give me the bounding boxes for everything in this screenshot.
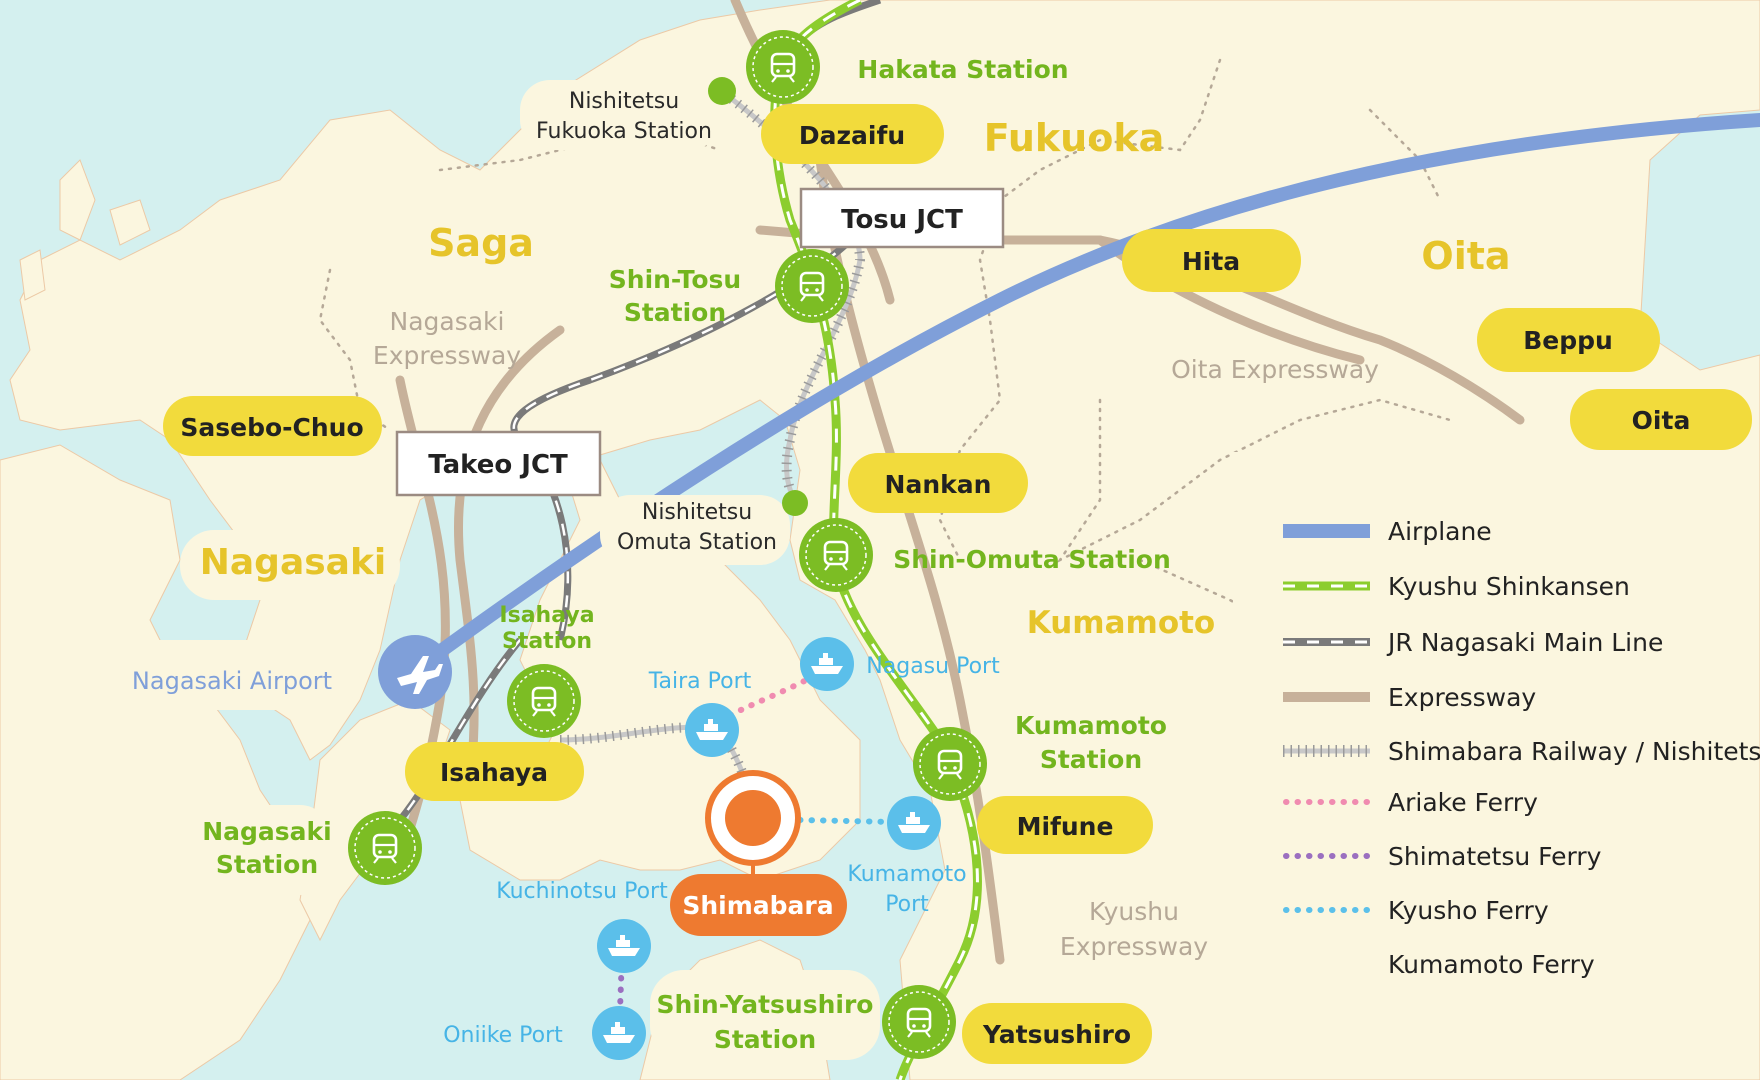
label-oita-exp: Oita Expressway (1171, 355, 1379, 384)
nishitetsu-fukuoka-stop (708, 77, 736, 105)
kuchinotsu-port-icon (597, 919, 651, 973)
legend-row-airplane: Airplane (1283, 517, 1492, 546)
label-hakata: Hakata Station (857, 55, 1068, 84)
tosu-jct-label: Tosu JCT (841, 205, 963, 235)
label-nagasaki-exp-1: Nagasaki (390, 307, 505, 336)
port-icons (592, 637, 941, 1060)
label-shin-yatsushiro-2: Station (714, 1025, 816, 1054)
isahaya-station-icon (507, 664, 581, 738)
label-taira-port: Taira Port (648, 669, 752, 694)
station-labels: Hakata Station Shin-Tosu Station Shin-Om… (202, 55, 1171, 1054)
legend-label: Kyushu Shinkansen (1388, 572, 1630, 601)
label-kumamoto-port-1: Kumamoto (847, 862, 966, 887)
legend-row-shinkansen: Kyushu Shinkansen (1283, 572, 1630, 601)
label-isahaya-1: Isahaya (499, 603, 594, 628)
label-shin-omuta: Shin-Omuta Station (893, 545, 1171, 574)
legend-label: Shimatetsu Ferry (1388, 842, 1602, 871)
nishitetsu-omuta-stop (782, 490, 808, 516)
city-hita: Hita (1182, 247, 1240, 276)
label-nagasaki-1: Nagasaki (202, 817, 332, 846)
label-kumamoto-port-2: Port (885, 892, 929, 917)
label-nagasaki-2: Station (216, 850, 318, 879)
legend-label: JR Nagasaki Main Line (1386, 628, 1663, 657)
label-nagasu-port: Nagasu Port (866, 654, 1000, 679)
label-shin-tosu-2: Station (624, 298, 726, 327)
city-yatsushiro: Yatsushiro (982, 1020, 1131, 1049)
tosu-jct-box (799, 187, 1005, 249)
legend: Airplane Kyushu Shinkansen JR Nagasaki M… (1233, 452, 1760, 1048)
shin-omuta-station-icon (799, 518, 873, 592)
label-kyushu-exp-2: Expressway (1060, 932, 1208, 961)
label-nishitetsu-omuta-1: Nishitetsu (642, 500, 752, 525)
legend-label: Kumamoto Ferry (1388, 950, 1595, 979)
nagasaki-station-icon (348, 811, 422, 885)
pref-nagasaki: Nagasaki (200, 542, 387, 583)
legend-label: Expressway (1388, 683, 1536, 712)
kumamoto-port-icon (887, 796, 941, 850)
legend-row-kumamoto-ferry: Kumamoto Ferry (1388, 950, 1595, 979)
nagasaki-airport-icon (378, 635, 452, 709)
pref-fukuoka: Fukuoka (984, 116, 1164, 160)
station-icons (348, 30, 987, 1059)
taira-port-icon (685, 703, 739, 757)
legend-row-railway: Shimabara Railway / Nishitetsu (1283, 737, 1760, 766)
label-shin-yatsushiro-1: Shin-Yatsushiro (657, 990, 874, 1019)
legend-row-kyusho: Kyusho Ferry (1283, 896, 1549, 925)
city-isahaya: Isahaya (440, 758, 548, 787)
kyusho-ferry-route (797, 817, 898, 825)
takeo-jct-label: Takeo JCT (428, 450, 568, 480)
legend-label: Kyusho Ferry (1388, 896, 1549, 925)
city-mifune: Mifune (1017, 812, 1114, 841)
legend-label: Shimabara Railway / Nishitetsu (1388, 737, 1760, 766)
label-backgrounds (100, 80, 880, 1060)
label-nagasaki-exp-2: Expressway (373, 341, 521, 370)
port-labels: Taira Port Nagasu Port Kumamoto Port Kuc… (443, 654, 1000, 1048)
label-nagasaki-airport: Nagasaki Airport (132, 667, 332, 695)
label-kumamoto-1: Kumamoto (1015, 711, 1167, 740)
pref-saga: Saga (428, 221, 534, 265)
takeo-jct-box (395, 430, 602, 497)
label-nishitetsu-omuta-2: Omuta Station (617, 530, 777, 555)
prefecture-labels: Fukuoka Saga Oita Nagasaki Kumamoto (200, 116, 1511, 641)
pref-kumamoto: Kumamoto (1027, 605, 1215, 641)
city-oita: Oita (1632, 406, 1691, 435)
city-beppu: Beppu (1523, 326, 1613, 355)
shimabara-marker (705, 770, 801, 866)
nishitetsu-labels: Nishitetsu Fukuoka Station Nishitetsu Om… (536, 89, 777, 555)
label-shin-tosu-1: Shin-Tosu (609, 265, 741, 294)
road-labels: Nagasaki Expressway Oita Expressway Kyus… (373, 307, 1379, 961)
city-nankan: Nankan (885, 470, 992, 499)
label-kyushu-exp-1: Kyushu (1089, 897, 1179, 926)
legend-row-ariake: Ariake Ferry (1283, 788, 1538, 817)
label-oniike-port: Oniike Port (443, 1023, 563, 1048)
legend-row-expressway: Expressway (1283, 683, 1536, 712)
kumamoto-station-icon (913, 727, 987, 801)
label-kuchinotsu-port: Kuchinotsu Port (496, 879, 668, 904)
label-kumamoto-2: Station (1040, 745, 1142, 774)
legend-row-jr: JR Nagasaki Main Line (1283, 628, 1663, 657)
city-sasebo: Sasebo-Chuo (180, 413, 363, 442)
shin-tosu-station-icon (775, 249, 849, 323)
legend-label: Airplane (1388, 517, 1492, 546)
legend-label: Ariake Ferry (1388, 788, 1538, 817)
label-isahaya-2: Station (502, 629, 592, 654)
city-shimabara: Shimabara (682, 891, 833, 920)
city-dazaifu: Dazaifu (799, 121, 905, 150)
pref-oita: Oita (1421, 234, 1510, 278)
nagasu-port-icon (800, 637, 854, 691)
label-nishitetsu-fukuoka-2: Fukuoka Station (536, 119, 712, 144)
legend-row-shimatetsu: Shimatetsu Ferry (1283, 842, 1602, 871)
shin-yatsushiro-station-icon (882, 985, 956, 1059)
hakata-station-icon (746, 30, 820, 104)
city-pills: Dazaifu Hita Beppu Oita Sasebo-Chuo Nank… (163, 104, 1752, 1064)
oniike-port-icon (592, 1006, 646, 1060)
label-nishitetsu-fukuoka-1: Nishitetsu (569, 89, 679, 114)
